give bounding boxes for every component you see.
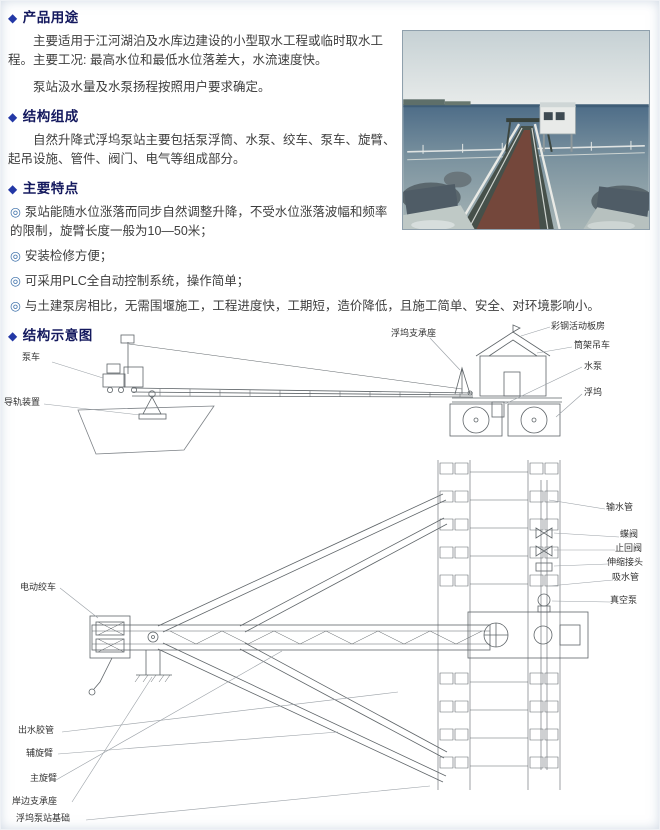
circle-bullet-icon: ◎ [10, 274, 21, 288]
usage-paragraph-1: 主要适用于江河湖泊及水库边建设的小型取水工程或临时取水工程。主要工况: 最高水位… [8, 34, 384, 67]
label-steel-cabin: 彩钢活动板房 [551, 321, 606, 331]
diamond-icon: ◆ [8, 110, 18, 124]
label-outlet-hose: 出水胶管 [18, 725, 55, 735]
diamond-icon: ◆ [8, 182, 18, 196]
section-title-schematic: 结构示意图 [22, 328, 93, 343]
label-electric-winch: 电动绞车 [20, 582, 57, 592]
diamond-icon: ◆ [8, 329, 18, 343]
section-heading-usage: ◆ 产品用途 [8, 6, 652, 26]
section-title-features: 主要特点 [22, 181, 79, 196]
section-title-usage: 产品用途 [22, 10, 79, 25]
label-water-pipe: 输水管 [606, 502, 634, 512]
pump-station-photo-art [403, 31, 649, 229]
section-heading-composition: ◆ 结构组成 [8, 105, 652, 125]
feature-text: 与土建泵房相比，无需围堰施工，工程进度快，工期短，造价降低，且施工简单、安全、对… [24, 299, 600, 313]
section-heading-features: ◆ 主要特点 [8, 177, 652, 197]
side-view-drawing [43, 324, 583, 455]
label-pump-truck: 泵车 [22, 352, 41, 362]
label-dock-support: 浮坞支承座 [391, 328, 437, 338]
label-bank-support: 岸边支承座 [12, 796, 58, 806]
label-frame-crane: 筒架吊车 [574, 340, 611, 350]
label-station-base: 浮坞泵站基础 [16, 813, 71, 823]
label-floating-dock: 浮坞 [584, 387, 603, 397]
diamond-icon: ◆ [8, 11, 18, 25]
circle-bullet-icon: ◎ [10, 249, 21, 263]
feature-item: ◎可采用PLC全自动控制系统，操作简单； [8, 272, 652, 291]
pump-station-photo [402, 30, 650, 230]
section-heading-schematic: ◆ 结构示意图 [8, 324, 652, 344]
label-water-pump: 水泵 [584, 361, 603, 371]
section-title-composition: 结构组成 [22, 109, 79, 124]
label-butterfly-valve: 蝶阀 [620, 529, 639, 539]
feature-text: 泵站能随水位涨落而同步自然调整升降，不受水位涨落波幅和频率的限制，旋臂长度一般为… [10, 205, 388, 238]
feature-text: 可采用PLC全自动控制系统，操作简单； [24, 274, 250, 288]
schematic-plan-view: 电动绞车 输水管 蝶阀 止回阀 伸缩接头 吸水管 真空泵 出水胶管 辅旋臂 主旋… [0, 460, 660, 830]
intro-text: ◆ 产品用途 主要适用于江河湖泊及水库边建设的小型取水工程或临时取水工程。主要工况… [8, 6, 652, 350]
circle-bullet-icon: ◎ [10, 299, 21, 313]
label-guide-rail: 导轨装置 [4, 397, 41, 407]
label-check-valve: 止回阀 [615, 543, 643, 553]
label-suction-pipe: 吸水管 [612, 572, 640, 582]
label-main-arm: 主旋臂 [30, 773, 58, 783]
usage-paragraph-2: 泵站汲水量及水泵扬程按照用户要求确定。 [33, 80, 271, 94]
feature-item: ◎泵站能随水位涨落而同步自然调整升降，不受水位涨落波幅和频率的限制，旋臂长度一般… [8, 203, 398, 241]
label-expansion-joint: 伸缩接头 [607, 557, 644, 567]
composition-paragraph: 自然升降式浮坞泵站主要包括泵浮筒、水泵、绞车、泵车、旋臂、起吊设施、管件、阀门、… [8, 133, 396, 166]
label-vacuum-pump: 真空泵 [610, 595, 638, 605]
schematic-side-view: 泵车 导轨装置 浮坞支承座 彩钢活动板房 筒架吊车 水泵 浮坞 [0, 321, 660, 462]
feature-item: ◎与土建泵房相比，无需围堰施工，工程进度快，工期短，造价降低，且施工简单、安全、… [8, 297, 652, 316]
plan-view-drawing [55, 460, 620, 821]
circle-bullet-icon: ◎ [10, 205, 21, 219]
label-aux-arm: 辅旋臂 [26, 748, 54, 758]
feature-text: 安装检修方便； [24, 249, 113, 263]
feature-item: ◎安装检修方便； [8, 247, 652, 266]
